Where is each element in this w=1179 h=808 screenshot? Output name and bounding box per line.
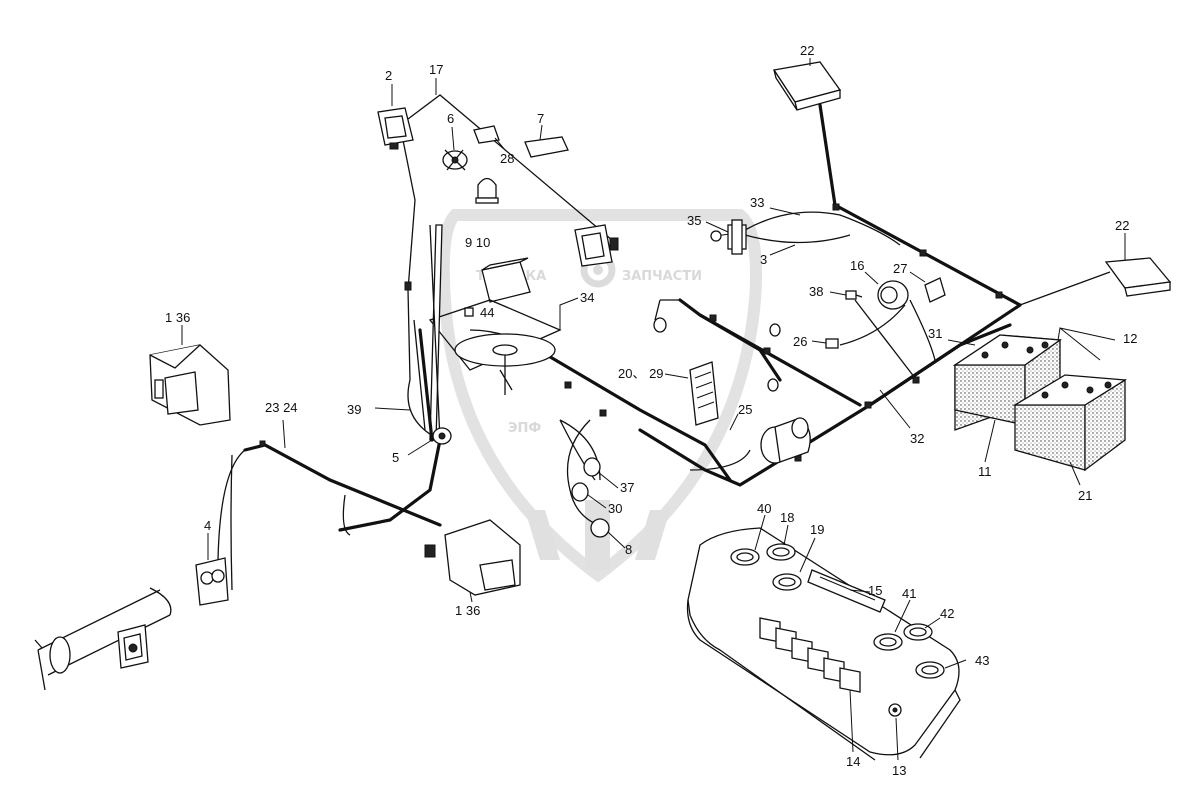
display-15 <box>807 569 886 613</box>
callout-4: 4 <box>204 518 211 533</box>
callout-40: 40 <box>757 501 771 516</box>
callout-32: 32 <box>910 431 924 446</box>
callout-2: 2 <box>385 68 392 83</box>
callout-19: 19 <box>810 522 824 537</box>
callout-39: 39 <box>347 402 361 417</box>
marker-lamp-top <box>772 61 842 111</box>
callout-34: 34 <box>580 290 594 305</box>
callout-23-24: 23 24 <box>265 400 298 415</box>
callout-12: 12 <box>1123 331 1137 346</box>
callout-33: 33 <box>750 195 764 210</box>
sensor-cluster <box>653 317 781 392</box>
callout-8: 8 <box>625 542 632 557</box>
callout-42: 42 <box>940 606 954 621</box>
callout-13: 13 <box>892 763 906 778</box>
callout-16: 16 <box>850 258 864 273</box>
callout-41: 41 <box>902 586 916 601</box>
watermark-logo: ЭПФ <box>508 421 541 436</box>
switch-44 <box>464 307 474 317</box>
battery-cable <box>959 329 1001 346</box>
callout-31: 31 <box>928 326 942 341</box>
leader-lines <box>181 58 1126 761</box>
callout-20-29: 20、 29 <box>618 366 664 381</box>
callout-15: 15 <box>868 583 882 598</box>
sensor-37 <box>583 457 601 477</box>
callout-25: 25 <box>738 402 752 417</box>
relay-box <box>481 257 531 303</box>
callout-22-right: 22 <box>1115 218 1129 233</box>
wiper-arm <box>413 224 443 442</box>
callout-43: 43 <box>975 653 989 668</box>
callout-11: 11 <box>978 464 992 479</box>
marker-lamp-right <box>1104 257 1172 297</box>
callout-labels: 2 17 6 7 28 22 22 35 33 3 9 10 34 44 16 … <box>165 43 1137 778</box>
callout-21: 21 <box>1078 488 1092 503</box>
callout-5: 5 <box>392 450 399 465</box>
callout-28: 28 <box>500 151 514 166</box>
connector-35 <box>710 219 747 255</box>
fan-motor <box>442 149 468 171</box>
work-lamp-front-left <box>377 107 414 150</box>
callout-44: 44 <box>480 305 494 320</box>
callout-35: 35 <box>687 213 701 228</box>
button-13 <box>888 703 902 717</box>
steering-wheel <box>428 299 562 395</box>
horn <box>877 280 909 310</box>
callout-37: 37 <box>620 480 634 495</box>
gauge-40 <box>730 548 760 566</box>
pto-shaft <box>34 587 172 691</box>
callout-30: 30 <box>608 501 622 516</box>
interior-lamp <box>524 136 569 158</box>
gauge-41 <box>873 633 903 651</box>
callout-9-10: 9 10 <box>465 235 490 250</box>
callout-17: 17 <box>429 62 443 77</box>
callout-27: 27 <box>893 261 907 276</box>
callout-3: 3 <box>760 252 767 267</box>
rear-lamp-bottom <box>424 519 521 596</box>
callout-14: 14 <box>846 754 860 769</box>
gauge-43 <box>915 661 945 679</box>
callout-1-36-left: 1 36 <box>165 310 190 325</box>
sensor-30 <box>571 482 589 502</box>
gauge-18 <box>766 543 796 561</box>
starter-motor <box>760 417 811 464</box>
switch-row <box>759 617 861 693</box>
callout-18: 18 <box>780 510 794 525</box>
sensor-38 <box>845 290 863 300</box>
callout-22-top: 22 <box>800 43 814 58</box>
battery-11 <box>952 334 1062 431</box>
wiper-motor <box>432 427 452 445</box>
gauge-panel <box>689 361 719 426</box>
socket-4 <box>195 557 229 606</box>
relay-28 <box>473 125 500 144</box>
beacon-lamp <box>475 177 499 204</box>
callout-7: 7 <box>537 111 544 126</box>
relay-27 <box>924 277 946 303</box>
battery-21 <box>1012 374 1128 472</box>
harness-wiring <box>214 94 1111 591</box>
gauge-19 <box>772 573 802 591</box>
watermark-text-right: ЗАПЧАСТИ <box>622 269 702 284</box>
work-lamp-front-right <box>574 224 619 267</box>
callout-38: 38 <box>809 284 823 299</box>
callout-26: 26 <box>793 334 807 349</box>
callout-6: 6 <box>447 111 454 126</box>
rear-lamp-left <box>149 344 231 426</box>
shield-outline <box>437 209 762 583</box>
sensor-8 <box>590 518 610 538</box>
instrument-panel <box>686 527 961 761</box>
sensor-26 <box>825 338 839 349</box>
callout-1-36-bottom: 1 36 <box>455 603 480 618</box>
